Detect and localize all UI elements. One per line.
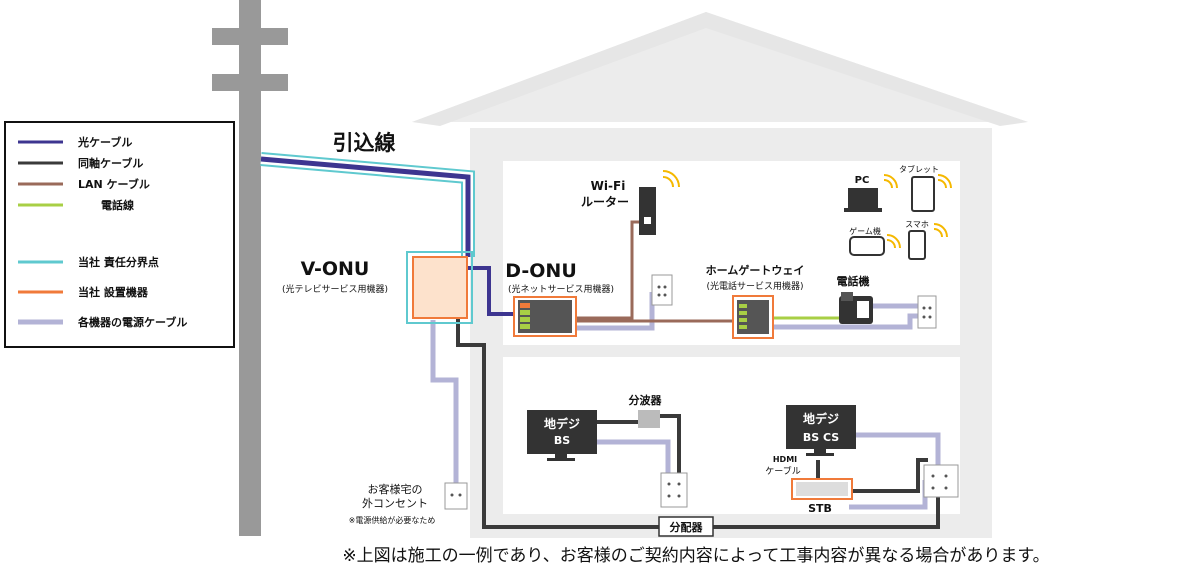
v-onu-device — [406, 251, 473, 324]
d-onu-subtitle: (光ネットサービス用機器) — [508, 283, 614, 295]
outlet-router — [651, 274, 673, 306]
smartphone-icon — [908, 230, 926, 260]
legend-label: 光ケーブル — [77, 135, 132, 149]
legend-item: LAN ケーブル — [18, 177, 150, 191]
legend-item: 同軸ケーブル — [18, 156, 143, 170]
pc-icon — [844, 188, 882, 212]
splitter-device — [638, 410, 660, 428]
hdmi-label-2: ケーブル — [765, 465, 800, 477]
hdmi-label-1: HDMI — [773, 455, 797, 464]
outlet-label-note: ※電源供給が必要なため — [349, 515, 436, 525]
router-label-2: ルーター — [581, 195, 629, 209]
stb-label: STB — [808, 502, 832, 515]
house — [412, 12, 1028, 538]
v-onu-subtitle: (光テレビサービス用機器) — [282, 283, 388, 295]
d-onu-title: D-ONU — [505, 260, 577, 282]
wifi-signal-icons — [883, 174, 952, 249]
home-gateway-device — [732, 295, 774, 339]
outlet-tv2 — [923, 464, 959, 498]
outlet-exterior — [444, 482, 468, 510]
tv2-label-1: 地デジ — [803, 411, 839, 426]
wifi-router-device — [639, 170, 680, 235]
legend — [4, 121, 235, 348]
home-gateway-title: ホームゲートウェイ — [706, 263, 805, 277]
outlet-phone — [917, 295, 937, 329]
footnote: ※上図は施工の一例であり、お客様のご契約内容によって工事内容が異なる場合がありま… — [342, 546, 1049, 566]
tv1-device — [527, 410, 597, 461]
legend-label: 当社 責任分界点 — [78, 255, 159, 269]
legend-label: 当社 設置機器 — [78, 285, 149, 299]
home-gateway-subtitle: (光電話サービス用機器) — [706, 280, 803, 292]
phone-icon — [839, 292, 873, 324]
legend-label: 同軸ケーブル — [78, 156, 143, 170]
legend-label: LAN ケーブル — [78, 177, 150, 191]
utility-pole — [212, 0, 288, 536]
distributor-box — [658, 516, 714, 537]
stb-device — [791, 478, 853, 500]
outlet-tv1 — [660, 472, 688, 508]
legend-item: 光ケーブル — [18, 135, 132, 149]
legend-item: 各機器の電源ケーブル — [18, 315, 187, 329]
outlet-label-2: 外コンセント — [362, 497, 428, 510]
drop-line — [260, 152, 475, 257]
legend-item: 当社 設置機器 — [18, 285, 149, 299]
legend-item: 当社 責任分界点 — [18, 255, 159, 269]
splitter-label: 分波器 — [629, 393, 663, 407]
pc-label: PC — [855, 175, 870, 186]
router-label-1: Wi-Fi — [591, 179, 626, 193]
tv1-label-2: BS — [554, 434, 570, 447]
tablet-label: タブレット — [899, 164, 939, 174]
tv2-device — [786, 405, 856, 456]
distributor-label: 分配器 — [670, 520, 704, 534]
outlet-label-1: お客様宅の — [368, 482, 423, 496]
legend-item: 電話線 — [18, 198, 134, 212]
legend-label: 電話線 — [101, 198, 134, 212]
tv1-label-1: 地デジ — [544, 416, 580, 431]
game-label: ゲーム機 — [849, 226, 881, 236]
game-console-icon — [849, 236, 885, 256]
tablet-icon — [911, 176, 935, 212]
d-onu-device — [513, 296, 577, 337]
smartphone-label: スマホ — [905, 220, 929, 229]
phone-label: 電話機 — [837, 274, 870, 288]
v-onu-title: V-ONU — [301, 258, 370, 280]
legend-label: 各機器の電源ケーブル — [77, 315, 187, 329]
cables — [430, 220, 941, 529]
tv2-label-2: BS CS — [803, 431, 839, 444]
drop-line-label: 引込線 — [333, 131, 396, 155]
